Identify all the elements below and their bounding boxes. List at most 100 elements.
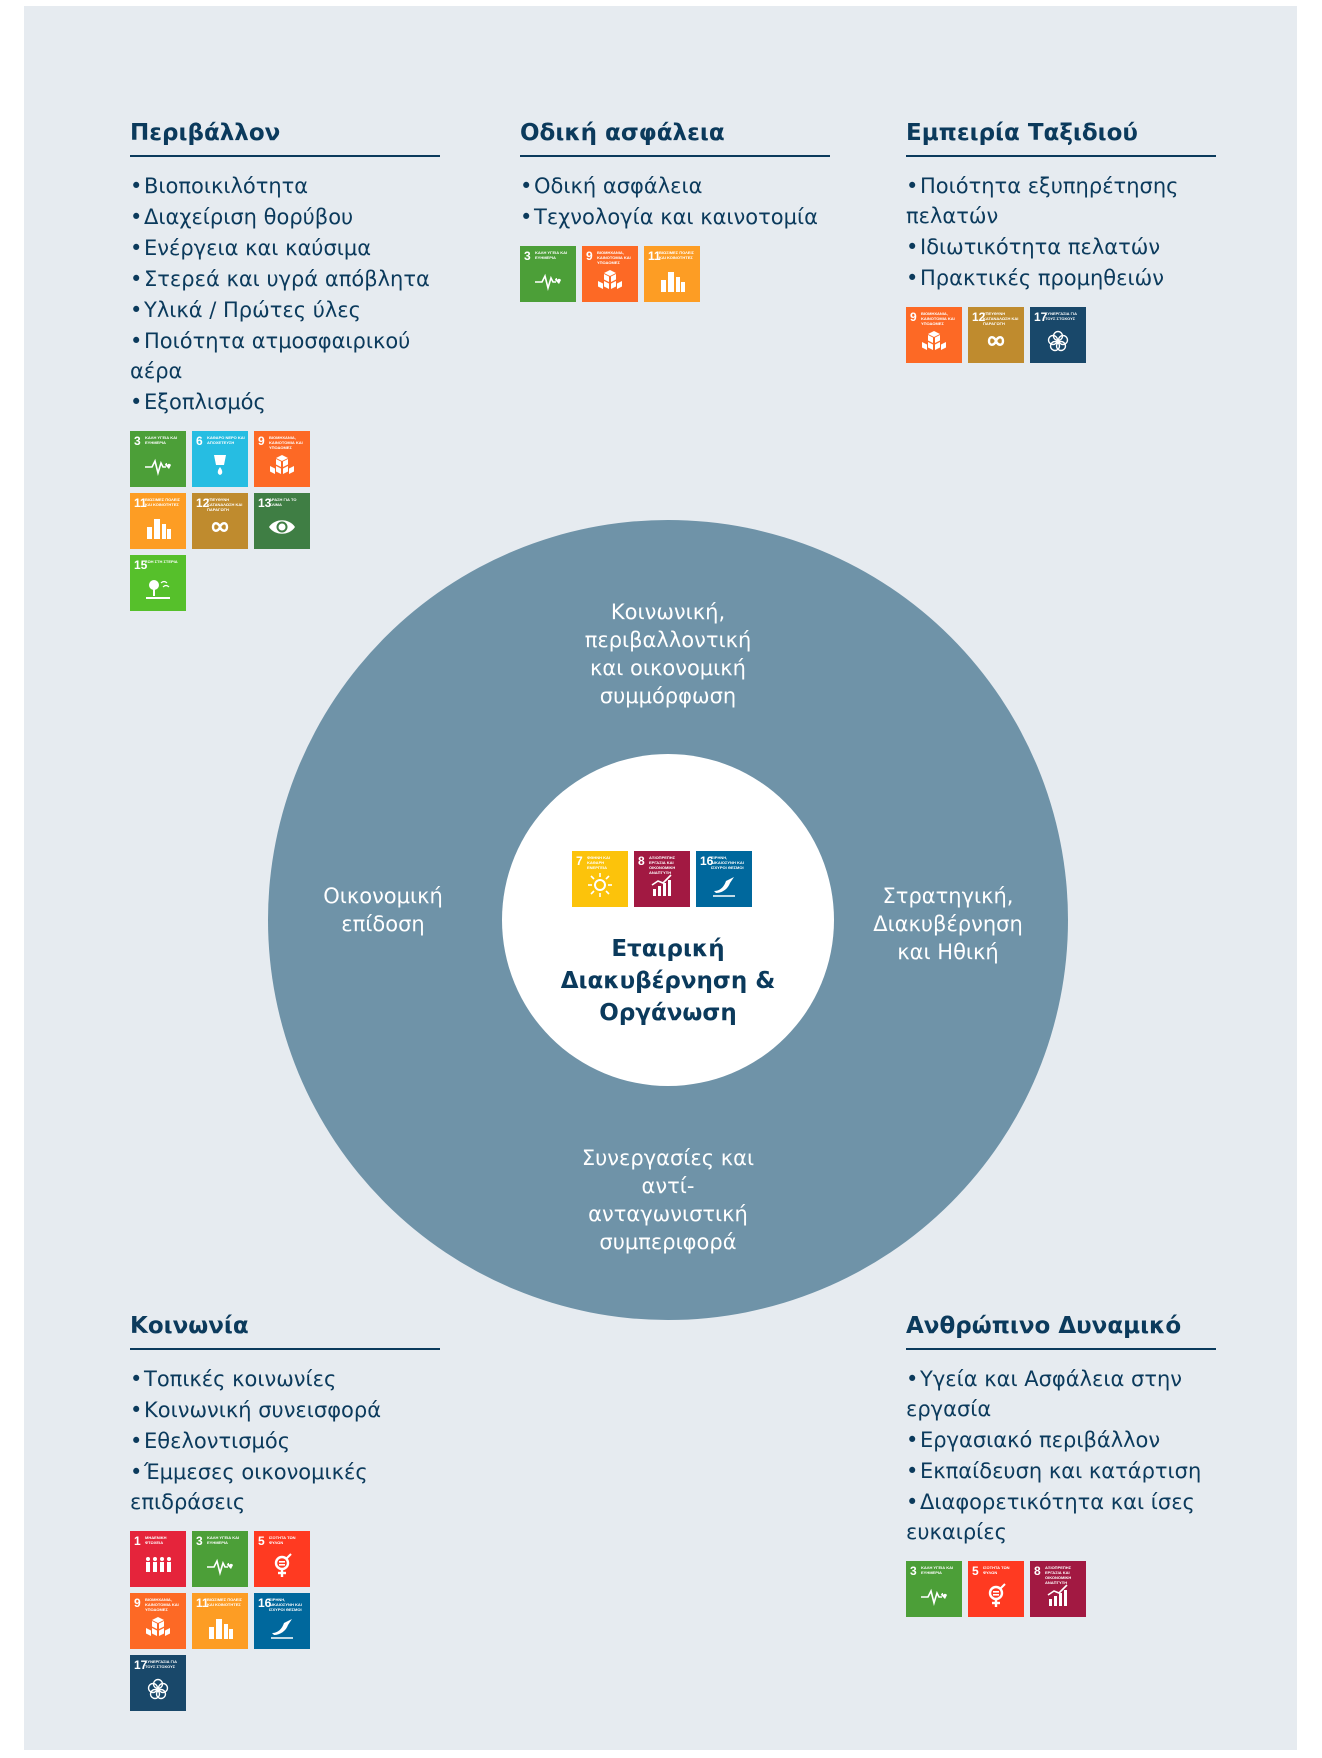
- list-item: •Διαχείριση θορύβου: [130, 202, 440, 232]
- sdg-label: ΚΑΛΗ ΥΓΕΙΑ ΚΑΙ ΕΥΗΜΕΡΙΑ: [535, 250, 568, 260]
- list-item-text: Υλικά / Πρώτες ύλες: [144, 298, 361, 322]
- list-item-text: Έμμεσες οικονομικές επιδράσεις: [130, 1460, 368, 1514]
- ring-label-bottom: Συνεργασίες και αντί-ανταγωνιστική συμπε…: [581, 1146, 755, 1254]
- list-item-text: Πρακτικές προμηθειών: [920, 266, 1164, 290]
- inner-circle: [502, 754, 834, 1086]
- sun-icon: [588, 873, 612, 897]
- sdg-number: 3: [524, 249, 531, 263]
- list-item: •Έμμεσες οικονομικές επιδράσεις: [130, 1457, 440, 1517]
- sdg-label: ΒΙΩΣΙΜΕΣ ΠΟΛΕΙΣ ΚΑΙ ΚΟΙΝΟΤΗΤΕΣ: [207, 1597, 242, 1607]
- section-list: •Ποιότητα εξυπηρέτησης πελατών•Ιδιωτικότ…: [906, 171, 1216, 293]
- section-road-safety: Οδική ασφάλεια •Οδική ασφάλεια•Τεχνολογί…: [520, 120, 830, 302]
- cubes-icon: [270, 455, 294, 474]
- sdg-label: ΕΙΡΗΝΗ, ΔΙΚΑΙΟΣΥΝΗ ΚΑΙ ΙΣΧΥΡΟΙ ΘΕΣΜΟΙ: [711, 855, 744, 870]
- bullet-icon: •: [130, 174, 143, 198]
- sdg-number: 8: [1034, 1564, 1041, 1578]
- bullet-icon: •: [130, 1367, 143, 1391]
- growth-icon: [1047, 1584, 1068, 1606]
- city-icon: [661, 272, 685, 292]
- dove-icon: [271, 1619, 293, 1639]
- sdg-number: 9: [134, 1596, 141, 1610]
- growth-icon: [651, 874, 672, 896]
- sdg-label: ΣΥΝΕΡΓΑΣΙΑ ΓΙΑ ΤΟΥΣ ΣΤΟΧΟΥΣ: [1045, 311, 1078, 321]
- section-list: •Οδική ασφάλεια•Τεχνολογία και καινοτομί…: [520, 171, 830, 232]
- sdg-number: 15: [134, 558, 148, 572]
- list-item-text: Ποιότητα ατμοσφαιρικού αέρα: [130, 329, 411, 383]
- bullet-icon: •: [520, 174, 533, 198]
- sdg-number: 5: [258, 1534, 265, 1548]
- sdg-number: 12: [196, 496, 210, 510]
- bullet-icon: •: [130, 1460, 143, 1484]
- list-item-text: Εξοπλισμός: [144, 390, 266, 414]
- sdg-label: ΦΘΗΝΗ ΚΑΙ ΚΑΘΑΡΗ ΕΝΕΡΓΕΙΑ: [587, 855, 611, 870]
- water-icon: [214, 455, 226, 475]
- list-item: •Υλικά / Πρώτες ύλες: [130, 295, 440, 325]
- list-item: •Ποιότητα ατμοσφαιρικού αέρα: [130, 326, 440, 386]
- sdg-label: ΒΙΩΣΙΜΕΣ ΠΟΛΕΙΣ ΚΑΙ ΚΟΙΝΟΤΗΤΕΣ: [145, 497, 180, 507]
- sdg-number: 17: [1034, 310, 1048, 324]
- flower-icon: [1047, 330, 1069, 352]
- list-item-text: Τοπικές κοινωνίες: [144, 1367, 337, 1391]
- section-travel-experience: Εμπειρία Ταξιδιού •Ποιότητα εξυπηρέτησης…: [906, 120, 1216, 363]
- heartbeat-icon: [207, 1558, 233, 1577]
- sdg-number: 11: [196, 1596, 209, 1610]
- list-item-text: Στερεά και υγρά απόβλητα: [144, 267, 430, 291]
- bullet-icon: •: [130, 329, 143, 353]
- list-item-text: Ενέργεια και καύσιμα: [144, 236, 372, 260]
- sdg-number: 9: [258, 434, 265, 448]
- flower-icon: [147, 1678, 169, 1700]
- bullet-icon: •: [130, 236, 143, 260]
- section-list: •Υγεία και Ασφάλεια στην εργασία•Εργασια…: [906, 1364, 1216, 1547]
- list-item: •Ποιότητα εξυπηρέτησης πελατών: [906, 171, 1216, 231]
- list-item: •Εθελοντισμός: [130, 1426, 440, 1456]
- bullet-icon: •: [130, 298, 143, 322]
- sdg-number: 3: [910, 1564, 917, 1578]
- list-item-text: Τεχνολογία και καινοτομία: [534, 205, 818, 229]
- list-item-text: Βιοποικιλότητα: [144, 174, 309, 198]
- bullet-icon: •: [130, 390, 143, 414]
- list-item: •Εξοπλισμός: [130, 387, 440, 417]
- sdg-label: ΜΗΔΕΝΙΚΗ ΦΤΩΧΕΙΑ: [145, 1535, 167, 1545]
- gender-icon: [274, 1553, 292, 1577]
- list-item: •Ιδιωτικότητα πελατών: [906, 232, 1216, 262]
- list-item: •Εργασιακό περιβάλλον: [906, 1425, 1216, 1455]
- sdg-label: ΑΞΙΟΠΡΕΠΗΣ ΕΡΓΑΣΙΑ ΚΑΙ ΟΙΚΟΝΟΜΙΚΗ ΑΝΑΠΤΥ…: [1045, 1565, 1072, 1585]
- people-icon: [146, 1557, 171, 1572]
- section-human-resources: Ανθρώπινο Δυναμικό •Υγεία και Ασφάλεια σ…: [906, 1313, 1216, 1617]
- sdg-number: 6: [196, 434, 203, 448]
- city-icon: [147, 519, 171, 539]
- tree-icon: [146, 580, 170, 599]
- section-title: Εμπειρία Ταξιδιού: [906, 120, 1216, 157]
- cubes-icon: [922, 331, 946, 350]
- sdg-label: ΙΣΟΤΗΤΑ ΤΩΝ ΦΥΛΩΝ: [269, 1535, 296, 1545]
- sdg-label: ΑΞΙΟΠΡΕΠΗΣ ΕΡΓΑΣΙΑ ΚΑΙ ΟΙΚΟΝΟΜΙΚΗ ΑΝΑΠΤΥ…: [649, 855, 676, 875]
- sdg-label: ΒΙΟΜΗΧΑΝΙΑ, ΚΑΙΝΟΤΟΜΙΑ ΚΑΙ ΥΠΟΔΟΜΕΣ: [269, 435, 303, 450]
- sdg-label: ΔΡΑΣΗ ΓΙΑ ΤΟ ΚΛΙΜΑ: [269, 497, 297, 507]
- section-title: Περιβάλλον: [130, 120, 440, 157]
- infinity-icon: [987, 336, 1005, 346]
- sdg-3-tile: 3 ΚΑΛΗ ΥΓΕΙΑ ΚΑΙ ΕΥΗΜΕΡΙΑ: [520, 246, 576, 302]
- sdg-label: ΕΙΡΗΝΗ, ΔΙΚΑΙΟΣΥΝΗ ΚΑΙ ΙΣΧΥΡΟΙ ΘΕΣΜΟΙ: [269, 1597, 302, 1612]
- list-item-text: Ποιότητα εξυπηρέτησης πελατών: [906, 174, 1179, 228]
- sdg-number: 3: [196, 1534, 203, 1548]
- sdg-number: 11: [134, 496, 147, 510]
- list-item: •Στερεά και υγρά απόβλητα: [130, 264, 440, 294]
